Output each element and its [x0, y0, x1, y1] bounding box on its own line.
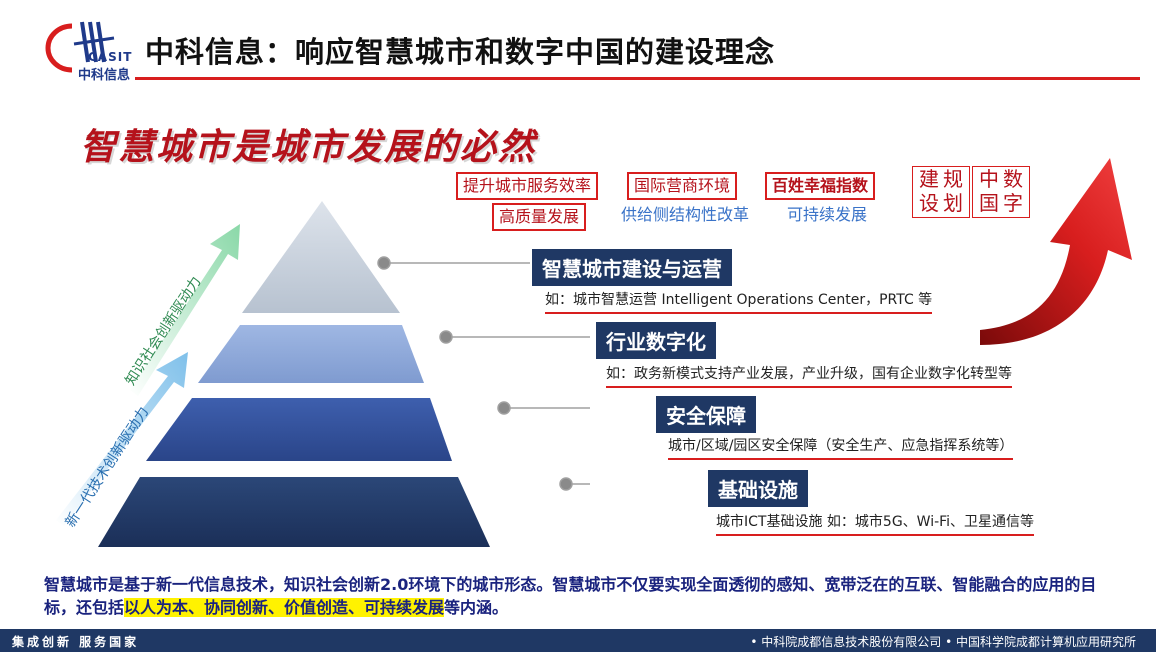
footer-bar — [0, 629, 1156, 652]
level-security-desc: 城市/区域/园区安全保障（安全生产、应急指挥系统等） — [668, 435, 1014, 460]
logo-text-cn: 中科信息 — [78, 68, 131, 83]
casit-logo-icon — [45, 21, 115, 73]
arrow-technology-icon — [56, 352, 188, 526]
level-infrastructure: 基础设施 — [708, 470, 808, 507]
box-digital-china: 中国数字 — [972, 166, 1030, 218]
level-industry-digital-desc: 如：政务新模式支持产业发展，产业升级，国有企业数字化转型等 — [606, 363, 1012, 388]
pyramid-level-3 — [146, 398, 452, 461]
banner-heading: 智慧城市是城市发展的必然 — [80, 127, 537, 168]
pyramid-level-top — [242, 201, 400, 313]
title-divider — [135, 77, 1140, 80]
level-smart-city-ops-desc: 如：城市智慧运营 Intelligent Operations Center，P… — [545, 289, 933, 314]
logo-text-en: CASIT — [88, 50, 133, 64]
summary-text-2: 等内涵。 — [444, 598, 509, 617]
footer-slogan: 集成创新 服务国家 — [12, 635, 140, 649]
summary-highlight: 以人为本、协同创新、价值创造、可持续发展 — [124, 598, 445, 617]
box-construction-planning: 建设规划 — [912, 166, 970, 218]
tag-sustainable: 可持续发展 — [787, 205, 868, 224]
pyramid-level-base — [98, 477, 490, 547]
level-smart-city-ops: 智慧城市建设与运营 — [532, 249, 732, 286]
summary-paragraph: 智慧城市是基于新一代信息技术，知识社会创新2.0环境下的城市形态。智慧城市不仅要… — [44, 573, 1124, 619]
tag-supply-side-reform: 供给侧结构性改革 — [621, 205, 750, 224]
tag-high-quality: 高质量发展 — [492, 203, 587, 231]
tag-service-efficiency: 提升城市服务效率 — [456, 172, 599, 200]
tag-happiness-index: 百姓幸福指数 — [765, 172, 876, 200]
pyramid-diagram — [98, 201, 490, 547]
growth-arrow-icon — [980, 158, 1132, 345]
driving-force-arrows — [56, 224, 240, 526]
connector-lines — [377, 256, 590, 491]
footer-org: • 中科院成都信息技术股份有限公司 • 中国科学院成都计算机应用研究所 — [750, 635, 1136, 649]
arrow-knowledge-icon — [130, 224, 240, 396]
level-security: 安全保障 — [656, 396, 756, 433]
level-industry-digital: 行业数字化 — [596, 322, 716, 359]
level-infrastructure-desc: 城市ICT基础设施 如：城市5G、Wi-Fi、卫星通信等 — [716, 511, 1035, 536]
pyramid-level-2 — [198, 325, 424, 383]
summary-text-1: 智慧城市是基于新一代信息技术，知识社会创新2.0环境下的城市形态。智慧城市不仅要… — [44, 575, 1097, 617]
page-title: 中科信息：响应智慧城市和数字中国的建设理念 — [145, 35, 776, 69]
tag-business-environment: 国际营商环境 — [627, 172, 738, 200]
